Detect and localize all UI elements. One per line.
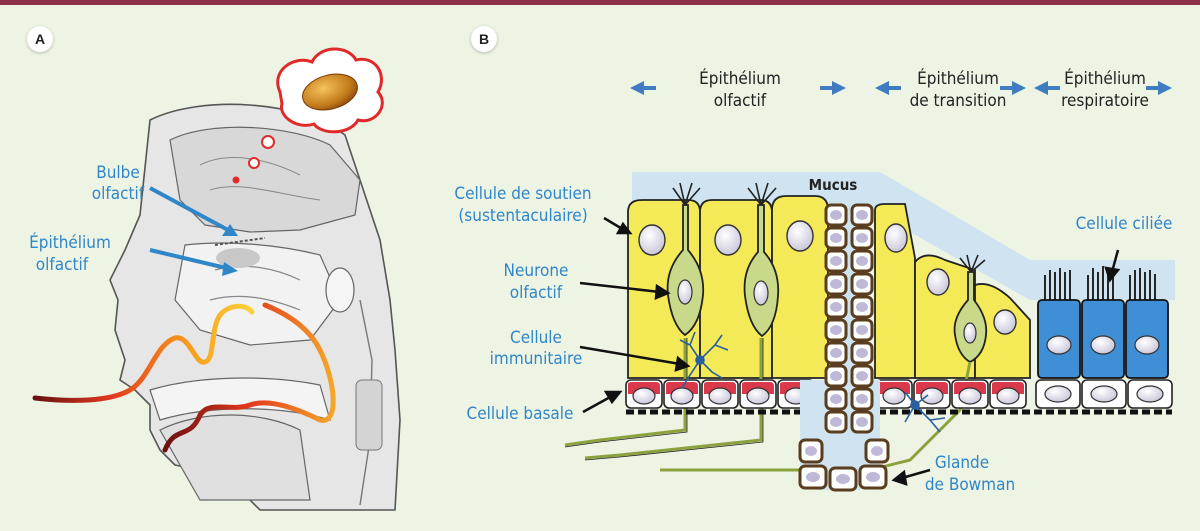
brain-region	[169, 126, 361, 233]
soutien-label-line2: (sustentaculaire)	[458, 206, 587, 226]
supporting-cell-nuclei	[638, 220, 1017, 335]
immune-cell	[679, 331, 946, 433]
zone-olfactif-line1: Épithélium	[699, 67, 781, 89]
olfactory-neurons	[666, 204, 988, 364]
zone-transition-line2: de transition	[910, 91, 1007, 111]
neuron-cilia	[672, 182, 986, 273]
zone-arrows	[630, 81, 1172, 95]
panel-b-epithelium: Épithélium olfactif Épithélium de transi…	[454, 67, 1175, 495]
top-border	[0, 0, 1200, 5]
zone-respiratoire-line1: Épithélium	[1064, 67, 1146, 89]
almond-icon	[302, 73, 358, 111]
bulbe-arrow	[149, 186, 238, 236]
odor-path-orthonasal	[32, 303, 255, 403]
zone-respiratoire-line2: respiratoire	[1061, 91, 1149, 111]
glande-label-line1: Glande	[935, 453, 989, 473]
neuron-nuclei	[677, 279, 977, 344]
ciliated-cells	[1037, 266, 1169, 379]
bulbe-label-line1: Bulbe	[96, 163, 140, 183]
thought-dot-small	[232, 176, 240, 184]
glande-label-line2: de Bowman	[925, 475, 1015, 495]
panel-a-badge: A	[27, 26, 53, 52]
bulbe-label-line2: olfactif	[92, 184, 145, 204]
pointer-arrows	[579, 216, 1121, 486]
basale-label: Cellule basale	[467, 404, 574, 424]
thought-dot-large	[261, 135, 275, 149]
jaw	[159, 414, 311, 501]
zone-transition-line1: Épithélium	[917, 67, 999, 89]
olfactory-epithelium-patch	[216, 248, 260, 268]
epithelium-a-label-line1: Épithélium	[29, 231, 111, 253]
epithelium-arrow	[149, 248, 238, 276]
epithelium-a-label-line2: olfactif	[36, 255, 89, 275]
thought-dot-medium	[248, 157, 260, 169]
immun-label-line2: immunitaire	[490, 349, 583, 369]
ciliee-label: Cellule ciliée	[1076, 214, 1173, 234]
panel-b-badge: B	[471, 26, 497, 52]
immun-label-line1: Cellule	[510, 328, 562, 348]
neurone-label-line1: Neurone	[504, 261, 569, 281]
neurone-label-line2: olfactif	[510, 283, 563, 303]
basal-cells	[625, 379, 1173, 409]
mucus-label: Mucus	[809, 176, 858, 194]
bowman-gland	[798, 203, 890, 492]
soutien-label-line1: Cellule de soutien	[454, 184, 591, 204]
zone-olfactif-line2: olfactif	[714, 91, 767, 111]
odor-path-retronasal	[162, 302, 336, 453]
panel-a-head: Bulbe olfactif Épithélium olfactif	[29, 47, 401, 511]
